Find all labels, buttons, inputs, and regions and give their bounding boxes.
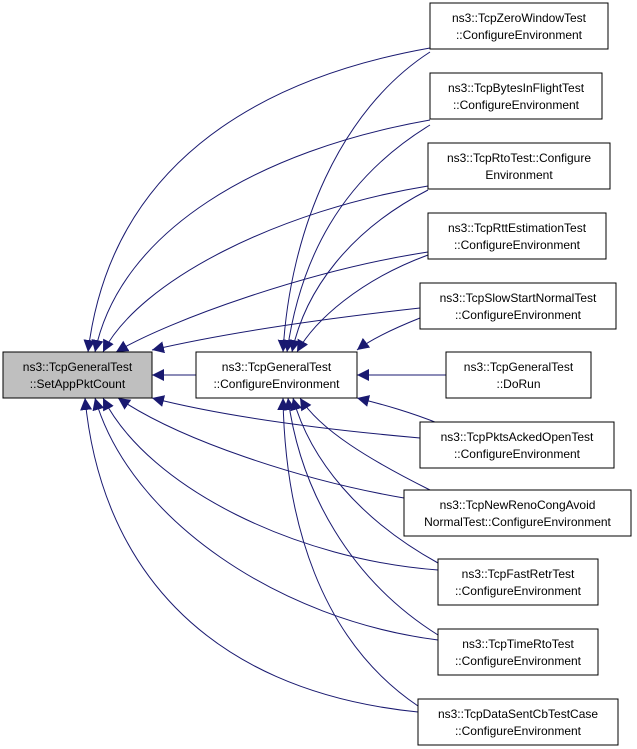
- edge-rto-to-mid: [288, 189, 429, 353]
- node-label-line1: ns3::TcpPktsAckedOpenTest: [441, 430, 594, 444]
- node-label-line1: ns3::TcpTimeRtoTest: [462, 637, 574, 651]
- edge-rtt-to-root: [115, 251, 429, 353]
- node-label-line2: ::ConfigureEnvironment: [454, 238, 581, 252]
- edge-pkts-to-root: [151, 395, 421, 439]
- node-label-line1: ns3::TcpNewRenoCongAvoid: [440, 498, 596, 512]
- node-label-line1: ns3::TcpGeneralTest: [23, 360, 133, 374]
- node-pkts[interactable]: ns3::TcpPktsAckedOpenTest ::ConfigureEnv…: [419, 421, 615, 469]
- edge-bytes-to-mid: [282, 124, 431, 353]
- edge-datasent-to-root: [80, 397, 419, 713]
- edge-pkts-to-mid: [356, 395, 441, 425]
- node-timerto[interactable]: ns3::TcpTimeRtoTest ::ConfigureEnvironme…: [437, 628, 599, 676]
- node-zero[interactable]: ns3::TcpZeroWindowTest ::ConfigureEnviro…: [429, 2, 609, 50]
- edge-timerto-to-root: [92, 397, 439, 641]
- node-slow[interactable]: ns3::TcpSlowStartNormalTest ::ConfigureE…: [419, 282, 617, 330]
- node-label-line1: ns3::TcpGeneralTest: [222, 360, 332, 374]
- edge-newreno-to-root: [117, 397, 405, 499]
- node-label-line2: ::DoRun: [496, 377, 540, 391]
- node-label-line2: ::ConfigureEnvironment: [455, 654, 582, 668]
- node-label-line2: NormalTest::ConfigureEnvironment: [424, 515, 611, 529]
- node-label-line2: ::ConfigureEnvironment: [455, 724, 582, 738]
- node-rtt[interactable]: ns3::TcpRttEstimationTest ::ConfigureEnv…: [427, 212, 607, 260]
- node-label-line1: ns3::TcpFastRetrTest: [462, 567, 575, 581]
- node-label-line1: ns3::TcpBytesInFlightTest: [448, 81, 585, 95]
- edge-slow-to-root: [151, 307, 421, 354]
- node-dorun[interactable]: ns3::TcpGeneralTest ::DoRun: [445, 351, 592, 399]
- node-root[interactable]: ns3::TcpGeneralTest ::SetAppPktCount: [2, 351, 153, 399]
- node-bytes[interactable]: ns3::TcpBytesInFlightTest ::ConfigureEnv…: [429, 72, 603, 120]
- node-label-line2: ::ConfigureEnvironment: [456, 28, 583, 42]
- edge-slow-to-mid: [356, 317, 421, 351]
- node-rto[interactable]: ns3::TcpRtoTest::Configure Environment: [427, 142, 611, 190]
- edges-layer: [80, 47, 446, 713]
- edge-datasent-to-mid: [277, 397, 419, 707]
- node-label-line2: ::SetAppPktCount: [30, 377, 126, 391]
- node-label-line1: ns3::TcpSlowStartNormalTest: [440, 291, 597, 305]
- node-label-line1: ns3::TcpZeroWindowTest: [452, 11, 587, 25]
- node-label-line1: ns3::TcpDataSentCbTestCase: [438, 707, 598, 721]
- edge-zero-to-root: [83, 47, 431, 353]
- node-mid[interactable]: ns3::TcpGeneralTest ::ConfigureEnvironme…: [195, 351, 358, 399]
- node-label-line1: ns3::TcpRtoTest::Configure: [447, 151, 591, 165]
- node-label-line2: ::ConfigureEnvironment: [454, 447, 581, 461]
- node-label-line2: ::ConfigureEnvironment: [213, 377, 340, 391]
- edge-timerto-to-mid: [283, 397, 439, 636]
- edge-fast-to-root: [102, 397, 439, 571]
- node-label-line1: ns3::TcpGeneralTest: [464, 360, 574, 374]
- node-label-line2: ::ConfigureEnvironment: [455, 308, 582, 322]
- node-fast[interactable]: ns3::TcpFastRetrTest ::ConfigureEnvironm…: [437, 558, 599, 606]
- edge-rto-to-root: [102, 185, 429, 353]
- node-newreno[interactable]: ns3::TcpNewRenoCongAvoid NormalTest::Con…: [403, 489, 632, 537]
- node-label-line2: ::ConfigureEnvironment: [453, 98, 580, 112]
- edge-bytes-to-root: [91, 119, 431, 353]
- node-datasent[interactable]: ns3::TcpDataSentCbTestCase ::ConfigureEn…: [417, 698, 619, 746]
- node-label-line1: ns3::TcpRttEstimationTest: [448, 221, 587, 235]
- edge-newreno-to-mid: [299, 397, 431, 491]
- edge-rtt-to-mid: [296, 254, 429, 353]
- edge-fast-to-mid: [290, 397, 439, 564]
- edge-zero-to-mid: [277, 51, 431, 353]
- node-label-line2: ::ConfigureEnvironment: [455, 584, 582, 598]
- node-label-line2: Environment: [485, 168, 553, 182]
